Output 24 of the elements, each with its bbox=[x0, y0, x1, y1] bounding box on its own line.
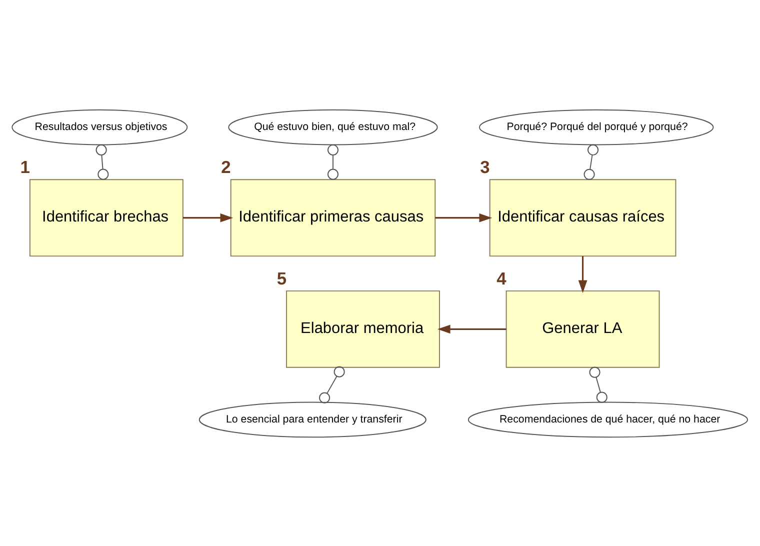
node-label: 2 bbox=[221, 156, 231, 177]
connector bbox=[589, 366, 608, 402]
node-ellipse: Resultados versus objetivos bbox=[12, 108, 188, 145]
node-label: 5 bbox=[276, 268, 287, 288]
connector bbox=[584, 144, 599, 180]
node-box: Identificar brechas bbox=[29, 178, 184, 256]
arrow bbox=[435, 212, 492, 222]
node-box: Identificar primeras causas bbox=[230, 178, 436, 256]
node-box: Identificar causas raíces bbox=[489, 178, 676, 256]
connector bbox=[327, 144, 338, 180]
node-label: 3 bbox=[480, 156, 490, 177]
connector bbox=[96, 144, 109, 180]
node-box: Elaborar memoria bbox=[286, 290, 440, 368]
node-ellipse: Lo esencial para entender y transferir bbox=[198, 401, 426, 438]
node-ellipse: Recomendaciones de qué hacer, qué no hacer bbox=[468, 401, 748, 438]
arrow bbox=[578, 256, 588, 292]
node-label: 4 bbox=[496, 268, 506, 288]
connector bbox=[319, 366, 345, 403]
arrow bbox=[182, 212, 234, 222]
node-ellipse: Qué estuvo bien, qué estuvo mal? bbox=[228, 108, 438, 145]
node-ellipse: Porqué? Porqué del porqué y porqué? bbox=[478, 108, 714, 145]
node-label: 1 bbox=[20, 156, 30, 177]
node-box: Generar LA bbox=[506, 290, 660, 368]
arrow bbox=[437, 324, 506, 334]
